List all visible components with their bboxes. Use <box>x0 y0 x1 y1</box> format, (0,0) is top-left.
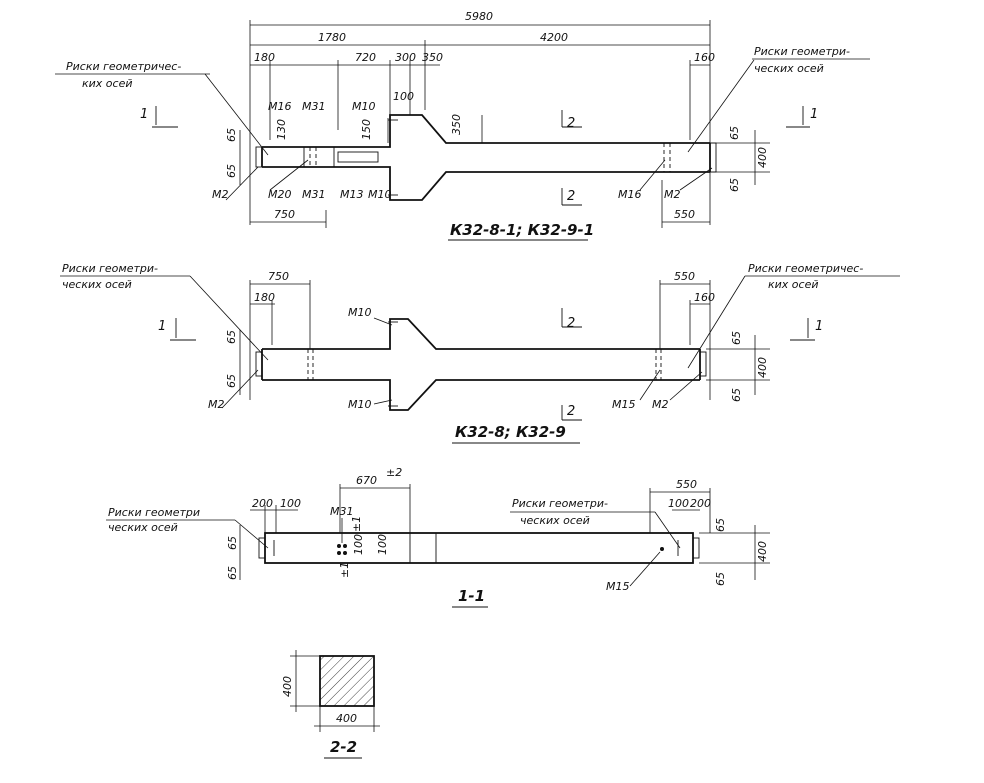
dim-300: 300 <box>395 51 416 64</box>
mark-m16b: М16 <box>618 188 642 201</box>
dim3-100v2: 100 <box>376 534 389 555</box>
view-k32-8-1: 5980 1780 4200 180 720 300 350 160 100 3… <box>55 10 870 241</box>
dim-65c: 65 <box>728 126 741 140</box>
risk2-right-2: ких осей <box>768 278 819 291</box>
mark-m20: М20 <box>268 188 292 201</box>
risk3-right-1: Риски геометри- <box>512 497 608 510</box>
dim3-pm2: ±2 <box>386 466 402 479</box>
sec2-1-right: 1 <box>815 319 823 334</box>
view-section-1-1: 200 100 670 ±2 М31 ±1 100 100 ±1 550 100… <box>106 466 770 608</box>
mark-m31a: М31 <box>302 100 326 113</box>
mark2-m15: М15 <box>612 398 636 411</box>
mark3-m15: М15 <box>606 580 630 593</box>
view4-title: 2-2 <box>330 738 357 756</box>
dim-65b: 65 <box>225 164 238 178</box>
mark-m13: М13 <box>340 188 364 201</box>
sec2-1-left: 1 <box>158 319 166 334</box>
sec-1-right: 1 <box>810 107 818 122</box>
bolt-hole <box>337 551 341 555</box>
mark3-m31: М31 <box>330 505 354 518</box>
dim2-180: 180 <box>254 291 275 304</box>
dim3-550: 550 <box>676 478 697 491</box>
risk3-left-2: ческих осей <box>108 521 178 534</box>
risk-left-1: Риски геометричес- <box>66 60 181 73</box>
dim3-100v: 100 <box>352 534 365 555</box>
dim2-65c: 65 <box>730 331 743 345</box>
dim2-400: 400 <box>756 357 769 378</box>
mark-m10a: М10 <box>352 100 376 113</box>
dim2-550: 550 <box>674 270 695 283</box>
dim-350: 350 <box>422 51 443 64</box>
risk2-left-1: Риски геометри- <box>62 262 158 275</box>
cross-section-square <box>319 655 375 707</box>
risk2-left-2: ческих осей <box>62 278 132 291</box>
mark2-m10b: М10 <box>348 398 372 411</box>
risk-left-2: ких осей <box>82 77 133 90</box>
dim3-65d: 65 <box>714 572 727 586</box>
bolt-hole <box>343 544 347 548</box>
sec2-2-bottom: 2 <box>567 404 575 419</box>
dim-right: 4200 <box>540 31 568 44</box>
view2-title: К32-8; К32-9 <box>455 423 566 441</box>
mark2-m2a: М2 <box>208 398 225 411</box>
bolt-hole <box>337 544 341 548</box>
mark-m31b: М31 <box>302 188 326 201</box>
dim-180: 180 <box>254 51 275 64</box>
mark2-m2b: М2 <box>652 398 669 411</box>
dim-130: 130 <box>275 119 288 140</box>
dim-total: 5980 <box>465 10 493 23</box>
dim3-65b: 65 <box>226 566 239 580</box>
risk-right-2: ческих осей <box>754 62 824 75</box>
risk3-left-1: Риски геометри <box>108 506 200 519</box>
dim3-100: 100 <box>280 497 301 510</box>
dim3-pm1a: ±1 <box>350 516 363 532</box>
bolt-hole <box>343 551 347 555</box>
risk-right-1: Риски геометри- <box>754 45 850 58</box>
dim-550: 550 <box>674 208 695 221</box>
dim-720: 720 <box>355 51 376 64</box>
sec-1-left: 1 <box>140 107 148 122</box>
mark-m2a: М2 <box>212 188 229 201</box>
view-section-2-2: 400 400 2-2 <box>281 650 380 759</box>
dim-left: 1780 <box>318 31 346 44</box>
dim3-pm1b: ±1 <box>338 562 351 578</box>
mark-m10b: М10 <box>368 188 392 201</box>
dim-750: 750 <box>274 208 295 221</box>
dim2-65b: 65 <box>225 374 238 388</box>
mark2-m10a: М10 <box>348 306 372 319</box>
mark-m16a: М16 <box>268 100 292 113</box>
dim2-750: 750 <box>268 270 289 283</box>
sec-2-bottom: 2 <box>567 189 575 204</box>
dim-350v: 350 <box>450 114 463 135</box>
sec-2-top: 2 <box>567 116 575 131</box>
dim3-65c: 65 <box>714 518 727 532</box>
dim3-670: 670 <box>356 474 377 487</box>
dim3-100r: 100 <box>668 497 689 510</box>
view1-title: К32-8-1; К32-9-1 <box>450 221 594 239</box>
dim3-65a: 65 <box>226 536 239 550</box>
dim3-400: 400 <box>756 541 769 562</box>
dim2-65d: 65 <box>730 388 743 402</box>
sec2-2-top: 2 <box>567 316 575 331</box>
dim-65a: 65 <box>225 128 238 142</box>
dim-400: 400 <box>756 147 769 168</box>
dim-100: 100 <box>393 90 414 103</box>
dim3-200: 200 <box>252 497 273 510</box>
dim2-65a: 65 <box>225 330 238 344</box>
dim2-160: 160 <box>694 291 715 304</box>
risk2-right-1: Риски геометричес- <box>748 262 863 275</box>
view-k32-8: 750 180 550 160 65 65 65 400 65 М10 М10 … <box>60 262 900 444</box>
mark-m2b: М2 <box>664 188 681 201</box>
risk3-right-2: ческих осей <box>520 514 590 527</box>
dim-150: 150 <box>360 119 373 140</box>
dim4-h: 400 <box>281 676 294 697</box>
dim-160: 160 <box>694 51 715 64</box>
dim-65d: 65 <box>728 178 741 192</box>
dim3-200r: 200 <box>690 497 711 510</box>
bolt-hole <box>660 547 664 551</box>
dim4-w: 400 <box>336 712 357 725</box>
view3-title: 1-1 <box>458 587 485 605</box>
